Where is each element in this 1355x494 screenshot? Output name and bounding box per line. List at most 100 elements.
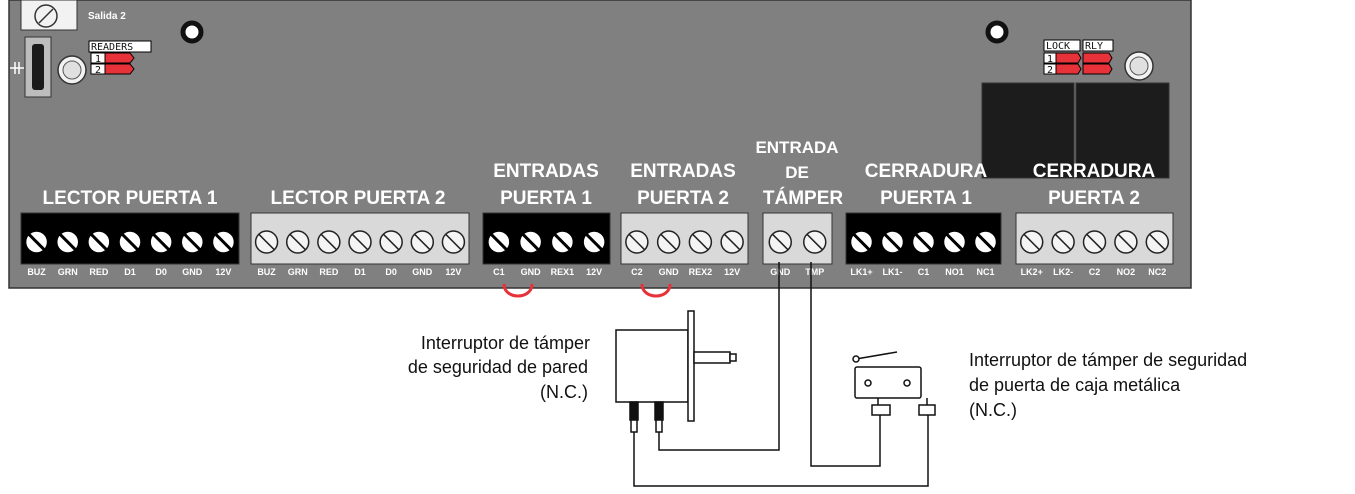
terminal-screw-icon[interactable] <box>973 230 998 254</box>
terminal-screw-icon[interactable] <box>317 230 341 254</box>
terminal-block-lector2: BUZ GRN RED D1 D0 GND 12V <box>250 212 470 277</box>
terminal-label: GRN <box>288 267 308 277</box>
terminal-screw-icon[interactable] <box>379 230 403 254</box>
terminal-screw-icon[interactable] <box>656 230 681 254</box>
wall-switch-caption-line3: (N.C.) <box>540 382 588 402</box>
block-title-entradas2-line1: ENTRADAS <box>630 161 736 182</box>
terminal-label: D1 <box>124 267 136 277</box>
block-title-tamper-line1: ENTRADA <box>755 138 838 157</box>
terminal-label: LK1- <box>883 267 903 277</box>
svg-text:2: 2 <box>1047 65 1053 76</box>
wall-switch-caption-line2: de seguridad de pared <box>408 357 588 377</box>
terminal-screw-icon[interactable] <box>550 230 575 254</box>
svg-text:RLY: RLY <box>1085 41 1103 52</box>
terminal-label: 12V <box>586 267 602 277</box>
terminal-label: LK2- <box>1053 267 1073 277</box>
block-title-entradas1-line2: PUERTA 1 <box>500 188 592 209</box>
terminal-screw-icon[interactable] <box>688 230 713 254</box>
wall-switch-caption-line1: Interruptor de támper <box>421 333 590 353</box>
terminal-screw-icon[interactable] <box>1145 230 1170 254</box>
ground-icon <box>10 62 24 74</box>
terminal-screw-icon[interactable] <box>149 230 173 254</box>
relay-1 <box>981 82 1075 179</box>
terminal-label: 12V <box>445 267 461 277</box>
terminal-label: GRN <box>58 267 78 277</box>
lock-rly-jumper: LOCK RLY 1 2 <box>1043 39 1114 76</box>
terminal-screw-icon[interactable] <box>768 230 792 254</box>
terminal-screw-icon[interactable] <box>625 230 649 254</box>
block-title-tamper-line2: DE <box>785 163 809 182</box>
terminal-label: GND <box>412 267 433 277</box>
terminal-screw-icon[interactable] <box>582 230 606 254</box>
terminal-screw-icon[interactable] <box>849 230 874 254</box>
terminal-block-lector1: BUZ GRN RED D1 D0 GND 12V <box>20 212 240 277</box>
terminal-screw-icon[interactable] <box>518 230 543 254</box>
terminal-label: BUZ <box>257 267 276 277</box>
terminal-screw-icon[interactable] <box>1082 230 1107 254</box>
svg-text:READERS: READERS <box>91 42 133 53</box>
terminal-screw-icon[interactable] <box>880 230 905 254</box>
terminal-label: NO1 <box>945 267 964 277</box>
terminal-label: D0 <box>385 267 397 277</box>
terminal-label: GND <box>182 267 203 277</box>
terminal-label: LK1+ <box>850 267 872 277</box>
terminal-label: RED <box>89 267 109 277</box>
terminal-screw-icon[interactable] <box>410 230 435 254</box>
terminal-label: NC1 <box>976 267 994 277</box>
terminal-label: GND <box>659 267 680 277</box>
svg-text:1: 1 <box>1047 54 1053 65</box>
salida-label: Salida 2 <box>88 11 126 22</box>
terminal-screw-icon[interactable] <box>24 230 49 254</box>
terminal-screw-icon[interactable] <box>254 230 279 254</box>
terminal-block-cerradura1: LK1+ LK1- C1 NO1 NC1 <box>845 212 1002 277</box>
terminal-screw-icon[interactable] <box>211 230 236 254</box>
block-title-cerradura2-line1: CERRADURA <box>1033 161 1156 182</box>
mounting-hole <box>985 20 1009 44</box>
tamper-wiring <box>633 262 929 487</box>
box-switch-caption-line3: (N.C.) <box>969 400 1017 420</box>
block-title-cerradura2-line2: PUERTA 2 <box>1048 188 1140 209</box>
terminal-screw-icon[interactable] <box>441 230 466 254</box>
terminal-screw-icon[interactable] <box>1114 230 1138 254</box>
terminal-label: LK2+ <box>1021 267 1043 277</box>
terminal-label: REX1 <box>551 267 575 277</box>
jumper-loop-entradas2 <box>640 283 672 298</box>
terminal-label: 12V <box>215 267 231 277</box>
terminal-screw-icon[interactable] <box>180 230 205 254</box>
relay-2 <box>1075 82 1170 179</box>
terminal-screw-icon[interactable] <box>1019 230 1044 254</box>
terminal-label: RED <box>319 267 339 277</box>
terminal-label: NO2 <box>1117 267 1136 277</box>
terminal-screw-icon[interactable] <box>87 230 111 254</box>
terminal-label: D0 <box>155 267 167 277</box>
block-title-cerradura1-line2: PUERTA 1 <box>880 188 972 209</box>
terminal-label: BUZ <box>27 267 46 277</box>
terminal-screw-icon[interactable] <box>1051 230 1075 254</box>
terminal-screw-icon[interactable] <box>55 230 80 254</box>
block-title-tamper-line3: TÁMPER <box>763 187 844 209</box>
terminal-screw-icon[interactable] <box>487 230 511 254</box>
block-title-cerradura1-line1: CERRADURA <box>865 161 988 182</box>
terminal-label: GND <box>770 267 791 277</box>
terminal-screw-icon[interactable] <box>942 230 967 254</box>
terminal-label: 12V <box>724 267 740 277</box>
terminal-screw-icon[interactable] <box>285 230 310 254</box>
terminal-label: TMP <box>805 267 824 277</box>
terminal-screw-icon[interactable] <box>348 230 372 254</box>
readers-jumper: READERS 1 2 <box>88 40 152 76</box>
box-switch-caption-line2: de puerta de caja metálica <box>969 375 1181 395</box>
terminal-label: C1 <box>493 267 505 277</box>
terminal-label: C1 <box>918 267 930 277</box>
terminal-screw-icon[interactable] <box>911 230 936 254</box>
terminal-label: D1 <box>354 267 366 277</box>
terminal-screw-icon[interactable] <box>118 230 142 254</box>
terminal-screw-icon[interactable] <box>720 230 744 254</box>
block-title-lector1: LECTOR PUERTA 1 <box>43 188 218 209</box>
terminal-label: NC2 <box>1148 267 1166 277</box>
terminal-screw-icon[interactable] <box>803 230 827 254</box>
svg-text:2: 2 <box>95 65 101 76</box>
